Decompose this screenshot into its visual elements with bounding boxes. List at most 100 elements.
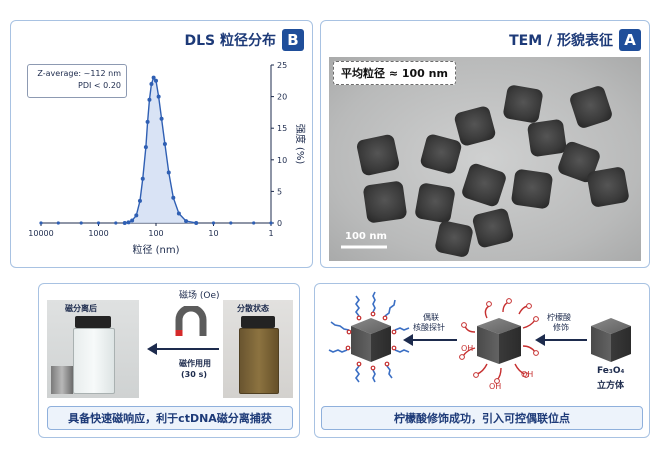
- baseline-point: [252, 221, 256, 225]
- panel-magnetic-caption: 具备快速磁响应，利于ctDNA磁分离捕获: [47, 406, 293, 430]
- arrow-citric-acid-label-1: 柠檬酸: [547, 313, 571, 322]
- panel-tem: TEM / 形貌表征 A: [320, 20, 650, 268]
- tem-cube: [454, 106, 496, 146]
- data-point: [147, 97, 152, 102]
- baseline-point: [56, 221, 60, 225]
- y-tick-label: 15: [277, 124, 287, 133]
- vial-photo-dispersed: 分散状态: [223, 300, 293, 398]
- x-tick-label: 1000: [88, 229, 108, 238]
- baseline-point: [79, 221, 83, 225]
- panel-dls-title: DLS 粒径分布: [184, 33, 277, 49]
- x-axis-label: 粒径 (nm): [132, 243, 179, 256]
- baseline-point: [39, 221, 43, 225]
- data-point: [156, 94, 161, 99]
- carboxyl-nodes: [459, 298, 539, 384]
- tem-cube: [570, 86, 612, 128]
- tem-cube: [435, 221, 473, 257]
- vial-dispersed-cap: [241, 316, 275, 328]
- distribution-area: [124, 77, 197, 223]
- oh-label-1: OH: [461, 344, 474, 353]
- y-tick-label: 5: [277, 187, 282, 196]
- panel-modification-caption: 柠檬酸修饰成功，引入可控偶联位点: [321, 406, 643, 430]
- cube-label: 立方体: [597, 381, 625, 391]
- data-point: [145, 119, 150, 124]
- baseline-point: [96, 221, 101, 225]
- data-point: [162, 142, 167, 146]
- horseshoe-magnet-icon: [175, 306, 207, 336]
- tem-cube: [462, 163, 506, 207]
- arrow-coupling-label-2: 核酸探针: [413, 323, 445, 332]
- modification-scheme: [328, 291, 631, 384]
- arrow-probe-coupling: [403, 334, 457, 346]
- x-tick-label: 100: [148, 229, 163, 238]
- data-point: [151, 75, 156, 80]
- tem-cube: [420, 134, 462, 174]
- panel-magnetic: 磁场 (Oe) 磁分离后 分散状态 磁作用用 (30 s) 具备快速磁响应，利于…: [38, 283, 300, 438]
- probe-linkers: [345, 311, 397, 371]
- baseline-point: [211, 221, 216, 225]
- dna-probes: [328, 291, 410, 383]
- panel-tem-badge: A: [619, 29, 641, 51]
- arrow-citric-acid-label-2: 修饰: [553, 323, 569, 332]
- data-point: [130, 218, 135, 223]
- data-point: [166, 170, 171, 175]
- dls-legend-box: Z-average: ~112 nm PDI < 0.20: [27, 64, 127, 98]
- oh-label-3: OH: [521, 370, 534, 379]
- vial-separated-body: [73, 328, 115, 394]
- magnet-block: [51, 366, 73, 394]
- baseline-point: [229, 221, 233, 225]
- data-point: [137, 198, 142, 203]
- vial-dispersed-label: 分散状态: [237, 304, 269, 313]
- panel-dls-header: DLS 粒径分布 B: [184, 29, 304, 51]
- tem-cube: [363, 181, 407, 223]
- y-tick-label: 10: [277, 156, 287, 165]
- vial-separated-cap: [75, 316, 111, 328]
- data-point: [194, 221, 199, 225]
- y-tick-label: 20: [277, 93, 287, 102]
- bare-fe3o4-cube: [591, 318, 631, 362]
- tem-particles: [341, 85, 629, 257]
- data-point: [154, 78, 158, 83]
- tem-cube: [356, 134, 400, 176]
- data-point: [159, 116, 164, 121]
- baseline-point: [114, 221, 118, 225]
- magnetic-field-label: 磁场 (Oe): [179, 291, 220, 301]
- y-axis-label: 强度 (%): [294, 124, 307, 165]
- dls-legend-zaverage: Z-average: ~112 nm: [37, 69, 121, 78]
- tem-cube: [472, 208, 514, 248]
- y-tick-label: 25: [277, 61, 287, 70]
- oh-label-2: OH: [489, 382, 502, 391]
- tem-image: 平均粒径 ≈ 100 nm 100 nm: [329, 57, 641, 261]
- data-point: [122, 221, 127, 225]
- panel-dls: DLS 粒径分布 B Z-average: ~112 nm PDI < 0.20…: [10, 20, 313, 268]
- arrow-citric-acid: [535, 334, 587, 346]
- magnetic-arrow-label-1: 磁作用用: [179, 359, 211, 368]
- magnetic-arrow-label-2: (30 s): [181, 370, 207, 379]
- vial-separated-label: 磁分离后: [65, 304, 97, 313]
- tem-cube: [415, 183, 455, 223]
- tem-cube: [587, 167, 629, 207]
- probe-functionalized-cube: [351, 318, 391, 362]
- vial-dispersed-body: [239, 328, 279, 394]
- distribution-curve: [124, 76, 197, 224]
- left-arrow-icon: [147, 343, 219, 355]
- data-point: [126, 220, 131, 225]
- fe3o4-label: Fe₃O₄: [597, 366, 625, 376]
- tem-scale-bar-label: 100 nm: [345, 231, 387, 242]
- tem-cube: [558, 141, 600, 183]
- tem-cube: [527, 119, 567, 157]
- x-tick-label: 10: [208, 229, 218, 238]
- citrate-modified-cube: [477, 318, 521, 364]
- panel-dls-badge: B: [282, 29, 304, 51]
- panel-modification: OH OH OH 柠檬酸 修饰 偶联 核酸探针 Fe₃O₄ 立方体 柠檬酸修饰成…: [314, 283, 650, 438]
- x-tick-label: 1: [268, 229, 273, 238]
- data-point: [171, 195, 176, 200]
- x-tick-label: 10000: [28, 229, 53, 238]
- tem-cube: [511, 169, 553, 209]
- tem-avg-size-label: 平均粒径 ≈ 100 nm: [333, 61, 456, 85]
- y-tick-label: 0: [277, 219, 282, 228]
- panel-tem-title: TEM / 形貌表征: [509, 33, 613, 49]
- tem-cube: [503, 85, 543, 123]
- dls-chart: 10000 1000 100 10 10 5 10 15 20 25 粒径 (nm) 强度 (%): [28, 61, 307, 256]
- data-point: [176, 211, 181, 216]
